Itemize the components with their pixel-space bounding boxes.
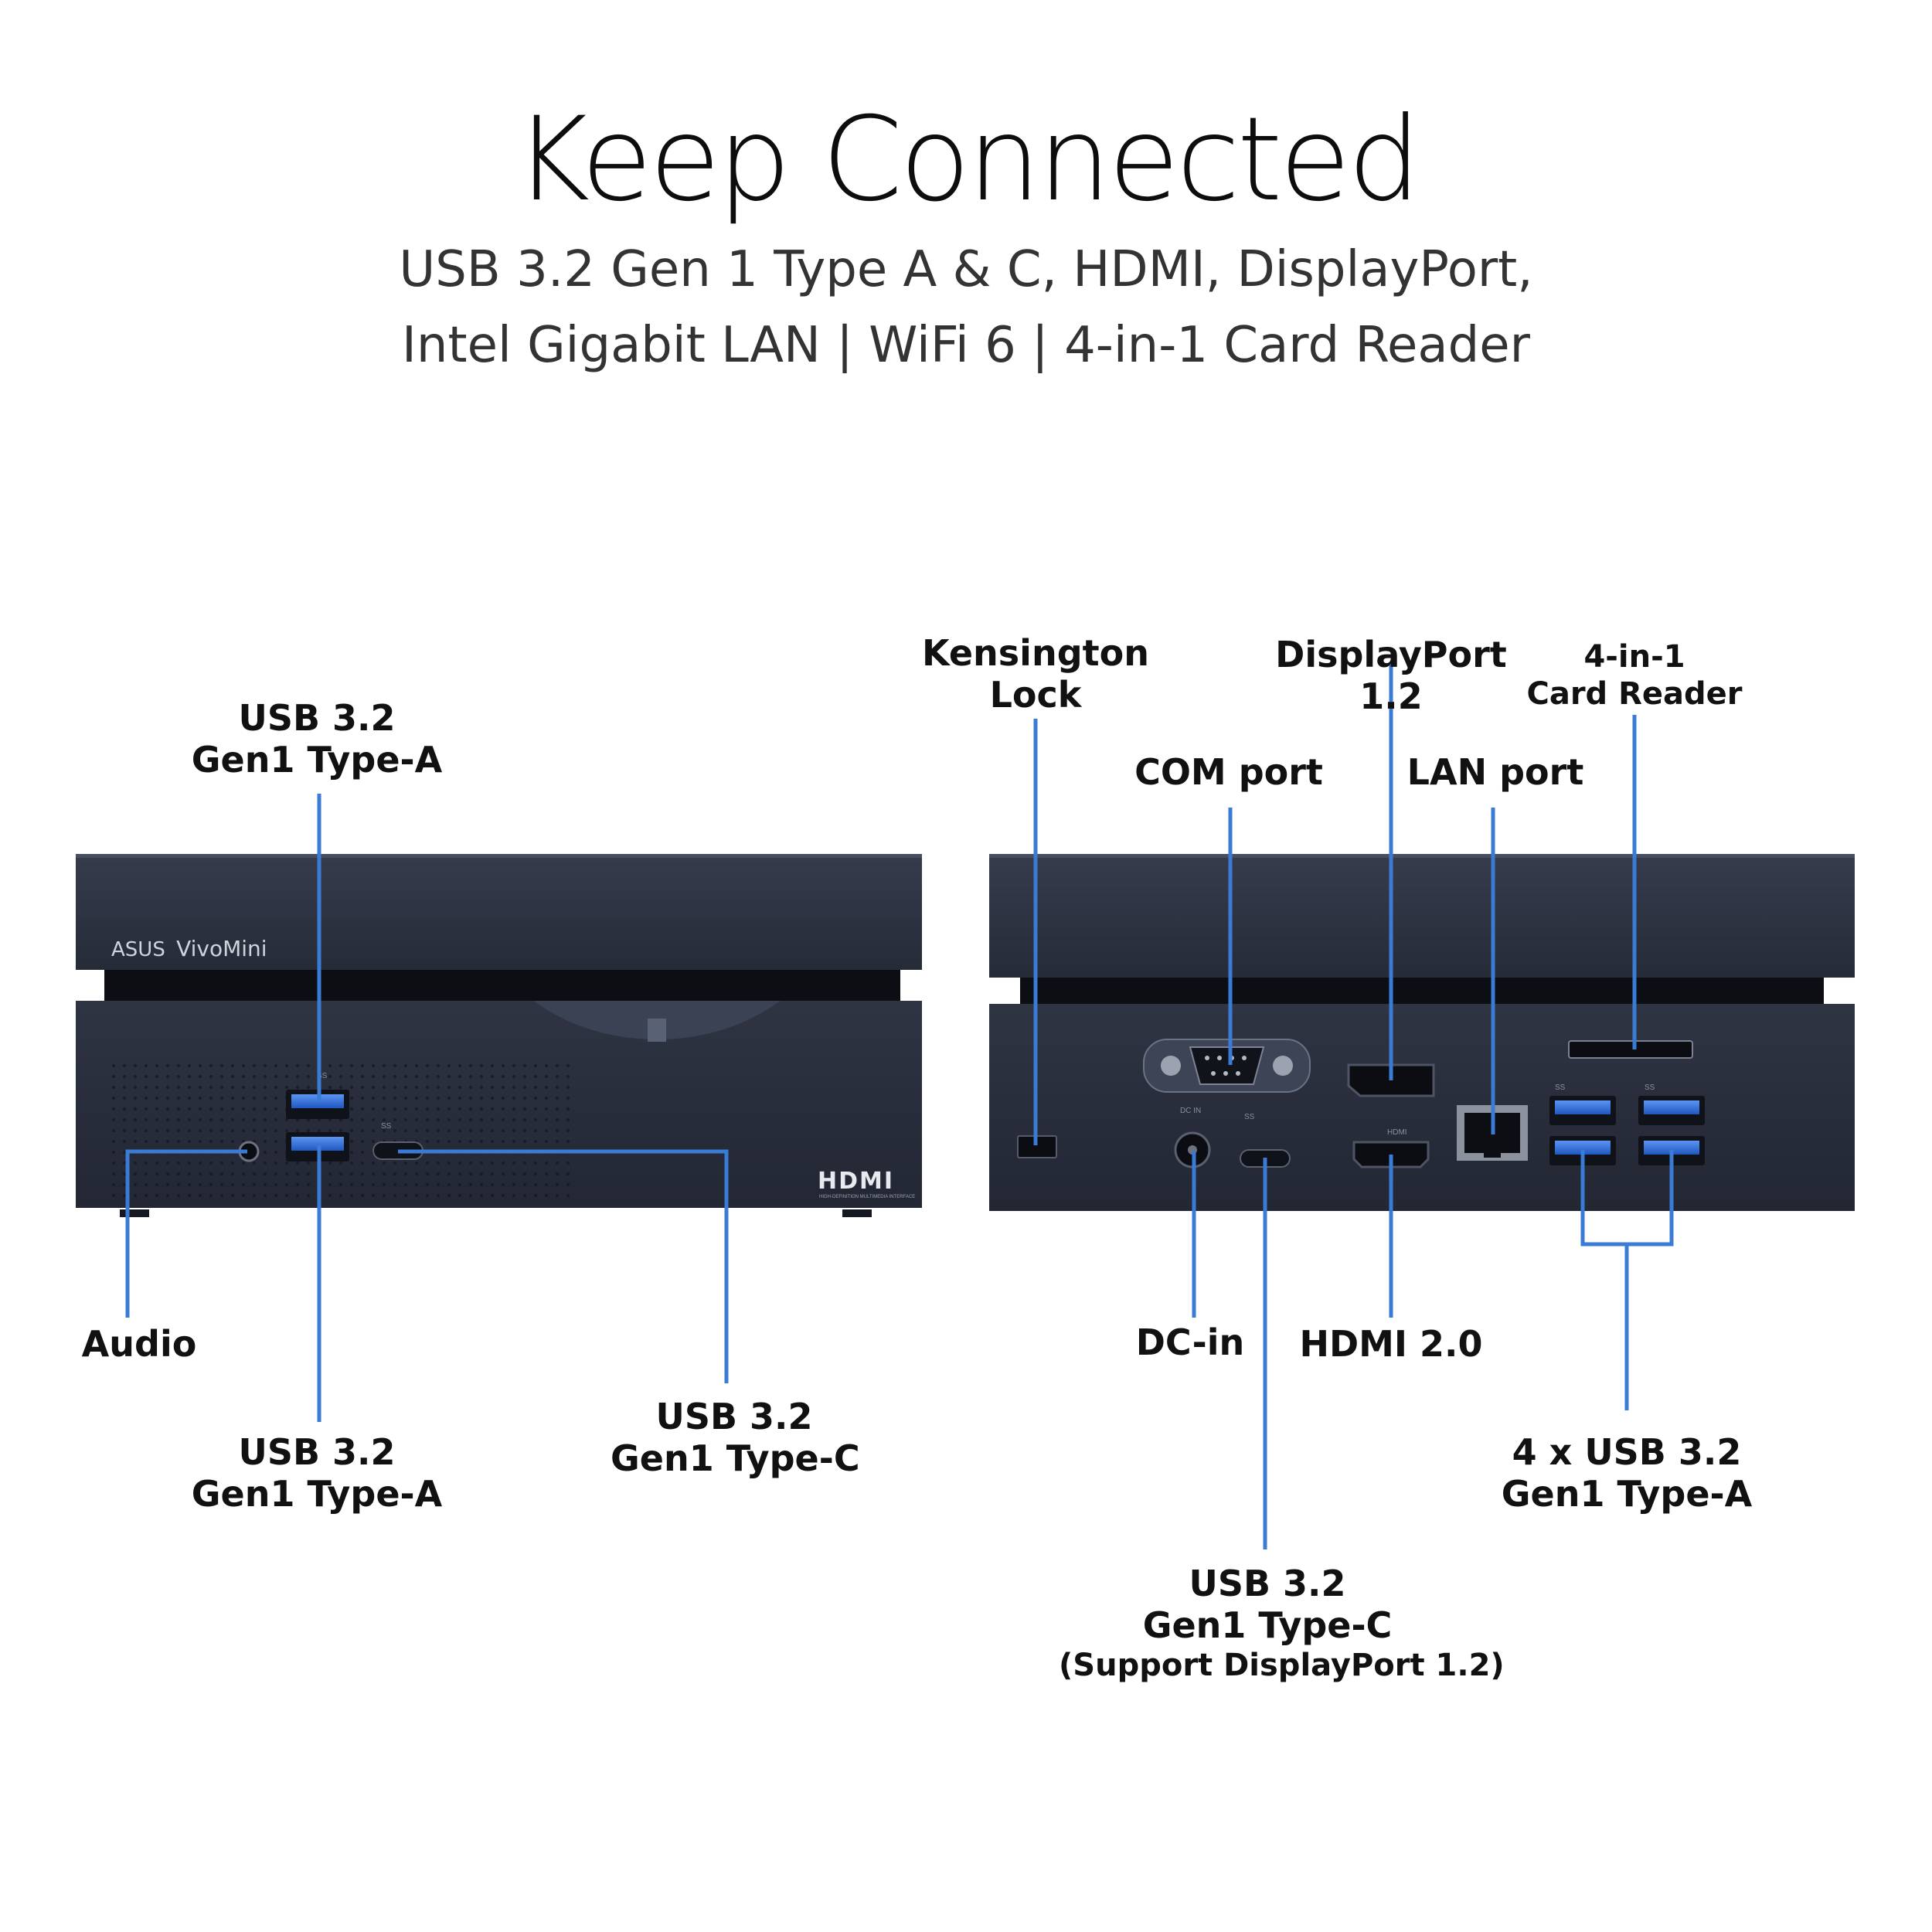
leader-front-usb-c — [398, 1149, 729, 1383]
svg-text:ASUS VivoMini: ASUS VivoMini — [111, 936, 267, 961]
rear-hdmi-mark: HDMI — [1387, 1128, 1407, 1137]
front-lid — [76, 854, 922, 970]
subtitle-line-1: USB 3.2 Gen 1 Type A & C, HDMI, DisplayP… — [399, 241, 1533, 298]
hdmi-logo-tagline: HIGH-DEFINITION MULTIMEDIA INTERFACE — [819, 1195, 915, 1199]
front-foot-right — [842, 1209, 872, 1217]
rear-device: HDMI DC IN SS SS SS — [989, 854, 1855, 1211]
rear-gap — [1020, 978, 1824, 1004]
brand-model: VivoMini — [176, 936, 267, 961]
rear-usb-mark-right: SS — [1645, 1083, 1655, 1092]
front-device: ASUS VivoMini SS SS HDMI HIGH-DEFINITION… — [76, 854, 922, 1217]
label-front-usb-a-bottom: USB 3.2 Gen1 Type-A — [191, 1431, 443, 1515]
front-usb-mark: SS — [317, 1072, 328, 1080]
rear-usb-c-mark: SS — [1244, 1113, 1255, 1121]
label-front-usb-c: USB 3.2 Gen1 Type-C — [611, 1396, 860, 1479]
label-rear-usb-c: USB 3.2 Gen1 Type-C (Support DisplayPort… — [1059, 1563, 1505, 1683]
front-vent-pattern — [112, 1059, 576, 1202]
label-displayport: DisplayPort 1.2 — [1275, 634, 1507, 717]
label-lan-port: LAN port — [1406, 751, 1584, 793]
page-title: Keep Connected — [513, 93, 1421, 227]
label-card-reader: 4-in-1 Card Reader — [1526, 639, 1743, 712]
hdmi-logo: HDMI — [818, 1168, 894, 1195]
leader-lines — [125, 665, 1674, 1549]
subtitle-line-2: Intel Gigabit LAN | WiFi 6 | 4-in-1 Card… — [402, 317, 1530, 374]
label-kensington-lock: Kensington Lock — [922, 632, 1149, 716]
label-front-audio: Audio — [81, 1323, 197, 1365]
label-com-port: COM port — [1134, 751, 1323, 793]
label-front-usb-a-top: USB 3.2 Gen1 Type-A — [191, 697, 443, 781]
power-button[interactable] — [648, 1019, 666, 1042]
front-foot-left — [120, 1209, 149, 1217]
card-reader-slot[interactable] — [1568, 1040, 1693, 1059]
com-port[interactable] — [1143, 1039, 1311, 1093]
label-hdmi: HDMI 2.0 — [1299, 1323, 1483, 1365]
rear-body — [989, 1004, 1855, 1211]
brand-asus: ASUS — [111, 938, 165, 961]
label-rear-usb-a-quad: 4 x USB 3.2 Gen1 Type-A — [1501, 1431, 1753, 1515]
front-gap — [104, 970, 900, 1001]
label-dc-in: DC-in — [1135, 1321, 1245, 1363]
leader-front-audio — [125, 1149, 247, 1318]
front-usb-c-mark: SS — [381, 1122, 392, 1131]
rear-usb-mark-left: SS — [1555, 1083, 1566, 1092]
rear-lid — [989, 854, 1855, 978]
dc-in-mark: DC IN — [1180, 1107, 1201, 1115]
